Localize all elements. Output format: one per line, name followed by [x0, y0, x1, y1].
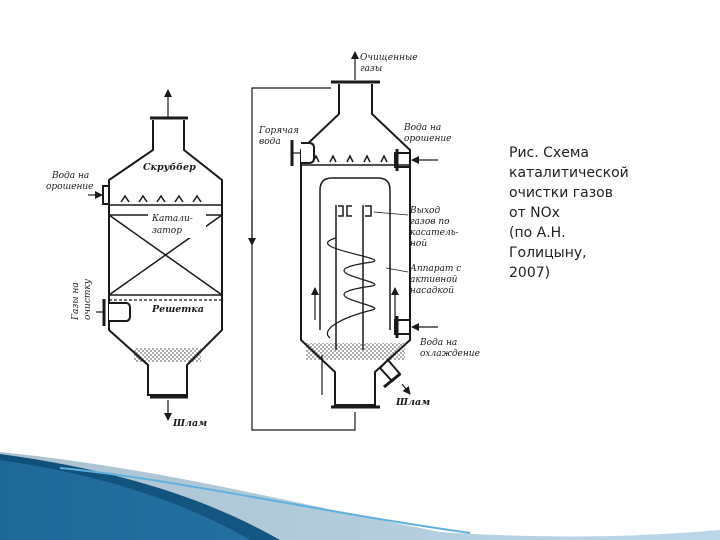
- caption-line-7: 2007): [509, 265, 551, 281]
- caption-line-1: Рис. Схема: [509, 145, 589, 161]
- apparatus-spray-nozzles: [301, 154, 410, 166]
- scrubber-sludge-label: Шлам: [172, 418, 207, 429]
- gas-to-cleaning-label-1: Газы на: [71, 282, 81, 321]
- apparatus-sludge-arrow: [401, 383, 411, 395]
- caption-line-3: очистки газов: [509, 185, 613, 201]
- scrubber-water-label-2: орошение: [46, 182, 94, 192]
- tangential-outlet-label-1: Выход: [409, 206, 440, 216]
- clean-gas-label-2: газы: [360, 64, 382, 74]
- catalyst-label-2: затор: [152, 226, 182, 236]
- packing-label-2: активной: [410, 275, 458, 285]
- gas-to-cleaning-label-2: очистку: [83, 278, 93, 320]
- gas-transfer-line-bottom: [251, 245, 356, 431]
- tangential-outlet-label-2: газов по: [410, 217, 450, 227]
- packing-label-3: насадкой: [410, 286, 454, 296]
- hot-water-label-1: Горячая: [258, 126, 299, 136]
- catalyst-label-bg: [148, 211, 206, 238]
- figure-caption: Рис. Схема каталитической очистки газов …: [509, 143, 669, 283]
- apparatus-sludge-label: Шлам: [395, 397, 430, 408]
- helical-coil: [326, 237, 376, 339]
- caption-line-2: каталитической: [509, 165, 629, 181]
- slide-wave-decoration: [0, 452, 720, 540]
- gas-transfer-line-top: [251, 87, 331, 240]
- apparatus-water-inlet-pipe: [394, 149, 411, 171]
- catalyst-label-1: Катали-: [151, 214, 193, 224]
- apparatus-water-label-2: орошение: [404, 134, 452, 144]
- apparatus-sludge-layer: [306, 343, 405, 360]
- cooling-water-inlet-pipe: [394, 316, 411, 338]
- clean-gas-label-1: Очищенные: [360, 53, 418, 63]
- caption-line-4: от NOx: [509, 205, 560, 221]
- tangential-outlet-label-3: касатель-: [410, 228, 459, 238]
- tangential-outlet-label-4: ной: [410, 239, 427, 249]
- apparatus-sludge-outlet: [378, 358, 402, 389]
- cooling-water-label-2: охлаждение: [420, 349, 480, 359]
- grid-label: Решетка: [151, 304, 204, 315]
- scrubber-gas-inlet-pipe: [102, 299, 131, 326]
- inner-packed-column: [319, 177, 391, 350]
- tangential-outlet-leader: [373, 211, 409, 216]
- scrubber-water-label-1: Вода на: [51, 171, 89, 181]
- hot-water-label-2: вода: [259, 137, 281, 147]
- apparatus-water-label-1: Вода на: [403, 123, 441, 133]
- cooling-water-label-1: Вода на: [419, 338, 457, 348]
- scrubber-title: Скруббер: [143, 162, 196, 173]
- scrubber-spray-nozzles: [109, 194, 222, 206]
- scrubber-water-inlet-pipe: [102, 185, 110, 205]
- scrubber-sludge-layer: [134, 348, 201, 362]
- packing-label-1: Аппарат с: [409, 264, 461, 274]
- caption-line-6: Голицыну,: [509, 245, 587, 261]
- packing-leader: [385, 267, 409, 273]
- scrubber-vessel: [108, 116, 223, 399]
- caption-line-5: (по А.Н.: [509, 225, 566, 241]
